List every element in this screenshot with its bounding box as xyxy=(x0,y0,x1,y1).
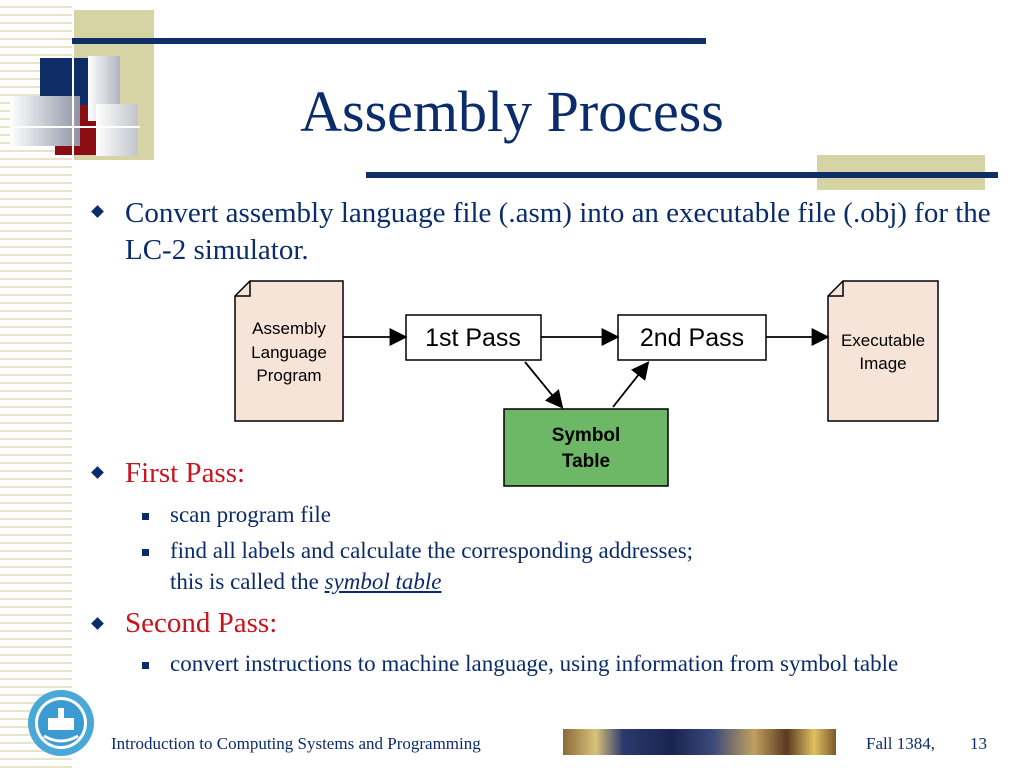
slide-title: Assembly Process xyxy=(300,79,724,144)
bullet-diamond-icon xyxy=(91,466,104,479)
intro-bullet-text: Convert assembly language file (.asm) in… xyxy=(125,197,991,266)
executable-image-document-icon: Executable Image xyxy=(827,280,939,422)
bullet-diamond-icon xyxy=(91,617,104,630)
first-pass-item-1: scan program file xyxy=(170,502,331,527)
university-seal-logo xyxy=(28,690,94,756)
bullet-square-icon xyxy=(142,662,149,669)
second-pass-heading: Second Pass: xyxy=(125,607,278,639)
source-doc-line-1: Assembly xyxy=(252,319,326,338)
first-pass-heading: First Pass: xyxy=(125,457,246,489)
footer-decorative-image-strip xyxy=(563,729,836,755)
title-bar-bottom xyxy=(366,172,998,178)
footer-page-number: 13 xyxy=(970,734,987,753)
bullet-square-icon xyxy=(142,513,149,520)
target-doc-line-2: Image xyxy=(859,354,906,373)
symbol-table-line-2: Table xyxy=(562,451,610,472)
title-bar-top xyxy=(72,38,706,44)
first-pass-label: 1st Pass xyxy=(425,324,521,352)
first-pass-item-2-line-2: this is called the symbol table xyxy=(170,566,441,598)
arrow-symbol-to-pass2 xyxy=(612,361,650,408)
symbol-table-line-1: Symbol xyxy=(552,425,621,446)
first-pass-box: 1st Pass xyxy=(405,314,542,361)
assembly-process-diagram: Assembly Language Program 1st Pass 2nd P… xyxy=(234,280,939,487)
symbol-table-prefix: this is called the xyxy=(170,569,325,594)
second-pass-label: 2nd Pass xyxy=(640,324,744,352)
decoration-line-v xyxy=(72,0,74,180)
source-doc-line-2: Language xyxy=(251,343,327,362)
second-pass-item-1: convert instructions to machine language… xyxy=(170,651,899,676)
arrow-pass1-to-symbol xyxy=(524,361,564,409)
target-doc-line-1: Executable xyxy=(841,331,925,350)
bullet-diamond-icon xyxy=(91,205,104,218)
decoration-square-gray-fade xyxy=(10,96,80,146)
first-pass-item-2: find all labels and calculate the corres… xyxy=(170,538,694,563)
bullet-square-icon xyxy=(142,549,149,556)
decoration-square-gray-fade-3 xyxy=(96,104,138,156)
assembly-program-document-icon: Assembly Language Program xyxy=(234,280,344,422)
symbol-table-emphasis: symbol table xyxy=(324,569,442,594)
footer-term: Fall 1384, xyxy=(866,734,935,753)
decoration-line-h xyxy=(10,126,140,128)
second-pass-box: 2nd Pass xyxy=(617,314,767,361)
symbol-table-box: Symbol Table xyxy=(503,408,669,487)
footer-course-title: Introduction to Computing Systems and Pr… xyxy=(111,734,481,753)
source-doc-line-3: Program xyxy=(256,366,321,385)
